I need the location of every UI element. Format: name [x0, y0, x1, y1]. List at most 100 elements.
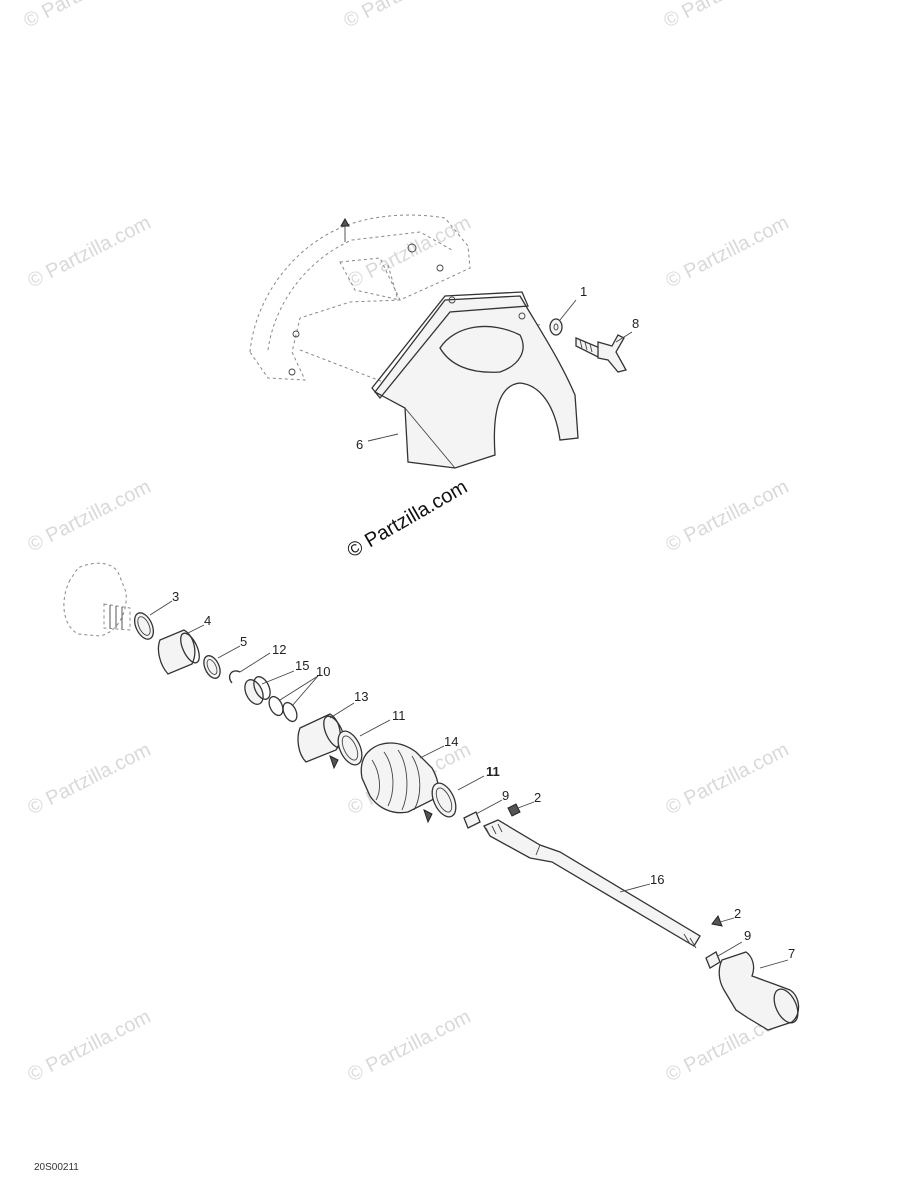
upper-assembly: 1 8 6: [249, 214, 639, 469]
callout-2-lower: 2: [734, 906, 741, 921]
callout-11: 11: [392, 708, 406, 723]
watermark-text: © Partzilla.com: [344, 212, 474, 293]
leader-line: [619, 883, 651, 893]
leader-line: [615, 331, 633, 343]
washer-hole: [553, 323, 559, 331]
washer-part-1: [549, 318, 563, 336]
circlip-part-12: [228, 670, 241, 684]
callout-11-bold: 11: [486, 764, 500, 779]
watermark-text: © Partzilla.com: [24, 739, 154, 820]
callout-5: 5: [240, 634, 247, 649]
callout-4: 4: [204, 613, 211, 628]
bracket-hole: [292, 330, 300, 338]
cover-rim: [371, 291, 529, 400]
clamp-inner: [206, 659, 218, 675]
leader-line: [457, 775, 485, 791]
oring-part-10: [268, 695, 284, 717]
clamp-tab: [423, 809, 433, 824]
coupler-hub: [103, 603, 131, 631]
shaft-spline: [485, 823, 503, 837]
watermark-text: © Partzilla.com: [24, 1006, 154, 1087]
leader-line: [759, 959, 789, 969]
bracket-hole: [436, 264, 444, 272]
callout-7: 7: [788, 946, 795, 961]
clamp-part-3: [133, 612, 155, 640]
clamp-inner: [137, 616, 151, 636]
hull-bracket-outline: [249, 214, 471, 381]
callout-9: 9: [502, 788, 509, 803]
leader-line: [185, 624, 205, 635]
bushing-part-9: [463, 811, 481, 829]
bolt-thread: [579, 339, 593, 353]
clamp-inner: [435, 787, 453, 813]
clamp-part-11: [337, 730, 363, 766]
callout-12: 12: [272, 642, 286, 657]
nut-part-2b: [711, 914, 723, 927]
assembly-line: [387, 264, 399, 301]
seal-face: [253, 676, 271, 700]
boot-folds: [371, 749, 421, 811]
cover-edge: [404, 407, 456, 469]
leader-line: [517, 801, 535, 809]
bracket-hole: [288, 368, 296, 376]
shaft-spline-end: [683, 933, 697, 949]
leader-line: [261, 670, 295, 685]
watermark-text: © Partzilla.com: [660, 0, 790, 32]
clamp-inner: [341, 735, 359, 761]
watermark-center: © Partzilla.com: [344, 476, 472, 562]
alignment-arrow: [340, 217, 350, 227]
sleeve-part-13: [297, 713, 341, 763]
hull-bracket-slot: [339, 257, 401, 301]
watermark-text: © Partzilla.com: [340, 0, 470, 32]
callout-6: 6: [356, 437, 363, 452]
watermark-text: © Partzilla.com: [24, 476, 154, 557]
coupling-part-4: [157, 629, 196, 675]
seal-part-15: [244, 679, 264, 705]
callout-8: 8: [632, 316, 639, 331]
watermark-text: © Partzilla.com: [20, 0, 150, 32]
clamp-part-5: [203, 655, 221, 679]
callout-10: 10: [316, 664, 330, 679]
figure-code: 20S00211: [34, 1162, 79, 1173]
leader-line: [475, 799, 503, 815]
leader-line: [367, 433, 399, 442]
nut-part-2: [507, 803, 521, 817]
watermark-text: © Partzilla.com: [662, 739, 792, 820]
leader-line: [239, 652, 271, 673]
cover-dome: [439, 325, 524, 373]
leader-line: [279, 675, 319, 701]
leader-line: [719, 917, 735, 923]
watermark-text: © Partzilla.com: [344, 1006, 474, 1087]
housing-opening: [773, 988, 799, 1024]
callout-13: 13: [354, 689, 368, 704]
cover-hole: [518, 312, 526, 320]
clamp-part-11b: [431, 782, 457, 818]
callout-1: 1: [580, 284, 587, 299]
callout-15: 15: [295, 658, 309, 673]
clamp-tab: [329, 755, 339, 770]
coupler-phantom: [63, 562, 127, 637]
housing-part-7: [718, 951, 800, 1031]
cover-hole: [448, 296, 456, 304]
leader-line: [217, 645, 241, 659]
callout-9-lower: 9: [744, 928, 751, 943]
watermark-text: © Partzilla.com: [662, 476, 792, 557]
shaft-step: [535, 844, 541, 856]
bushing-part-9b: [705, 951, 721, 969]
lower-assembly: 3 4 5 12 15 10 13 11 14 11 9 2 16 2 9 7: [63, 562, 800, 1031]
coupling-end: [180, 632, 200, 664]
leader-line: [291, 675, 319, 707]
leader-line: [329, 702, 355, 719]
watermark-text: © Partzilla.com: [662, 212, 792, 293]
callout-14: 14: [444, 734, 458, 749]
bracket-hole: [407, 243, 417, 253]
leader-line: [419, 745, 445, 759]
wing-bolt-part-8: [575, 337, 601, 360]
hull-bracket-inner: [267, 231, 453, 351]
oring-part-10: [282, 701, 298, 723]
watermark-text: © Partzilla.com: [24, 212, 154, 293]
driveshaft-part-16: [483, 819, 701, 947]
callout-2: 2: [534, 790, 541, 805]
callout-3: 3: [172, 589, 179, 604]
